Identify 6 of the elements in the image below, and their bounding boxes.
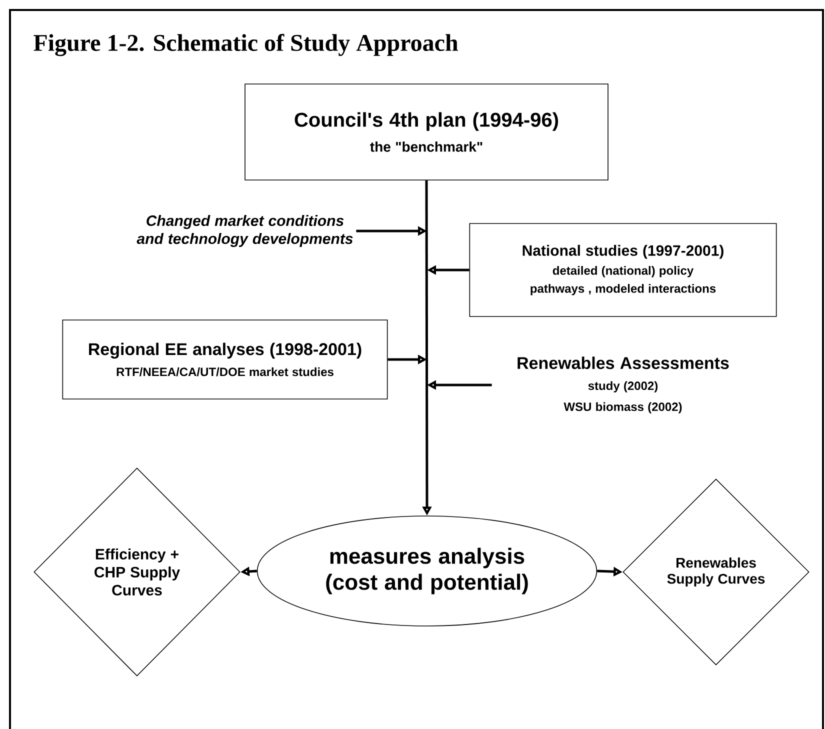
process-box: Council's 4th plan (1994-96) the "benchmark" xyxy=(244,84,608,180)
title: Figure 1-2. Schematic of Study Approach xyxy=(34,34,458,56)
process-box: Regional EE analyses (1998-2001) RTF/NEEA/CA/UT/DOE market studies xyxy=(62,320,388,400)
input-label: Changed market conditions and technology developments xyxy=(136,215,353,247)
input-label: Renewables Assessments study (2002) WSU biomass (2002) xyxy=(518,356,729,414)
process-box: National studies (1997-2001) detailed (national) policy pathways , modeled interactions xyxy=(469,223,777,317)
